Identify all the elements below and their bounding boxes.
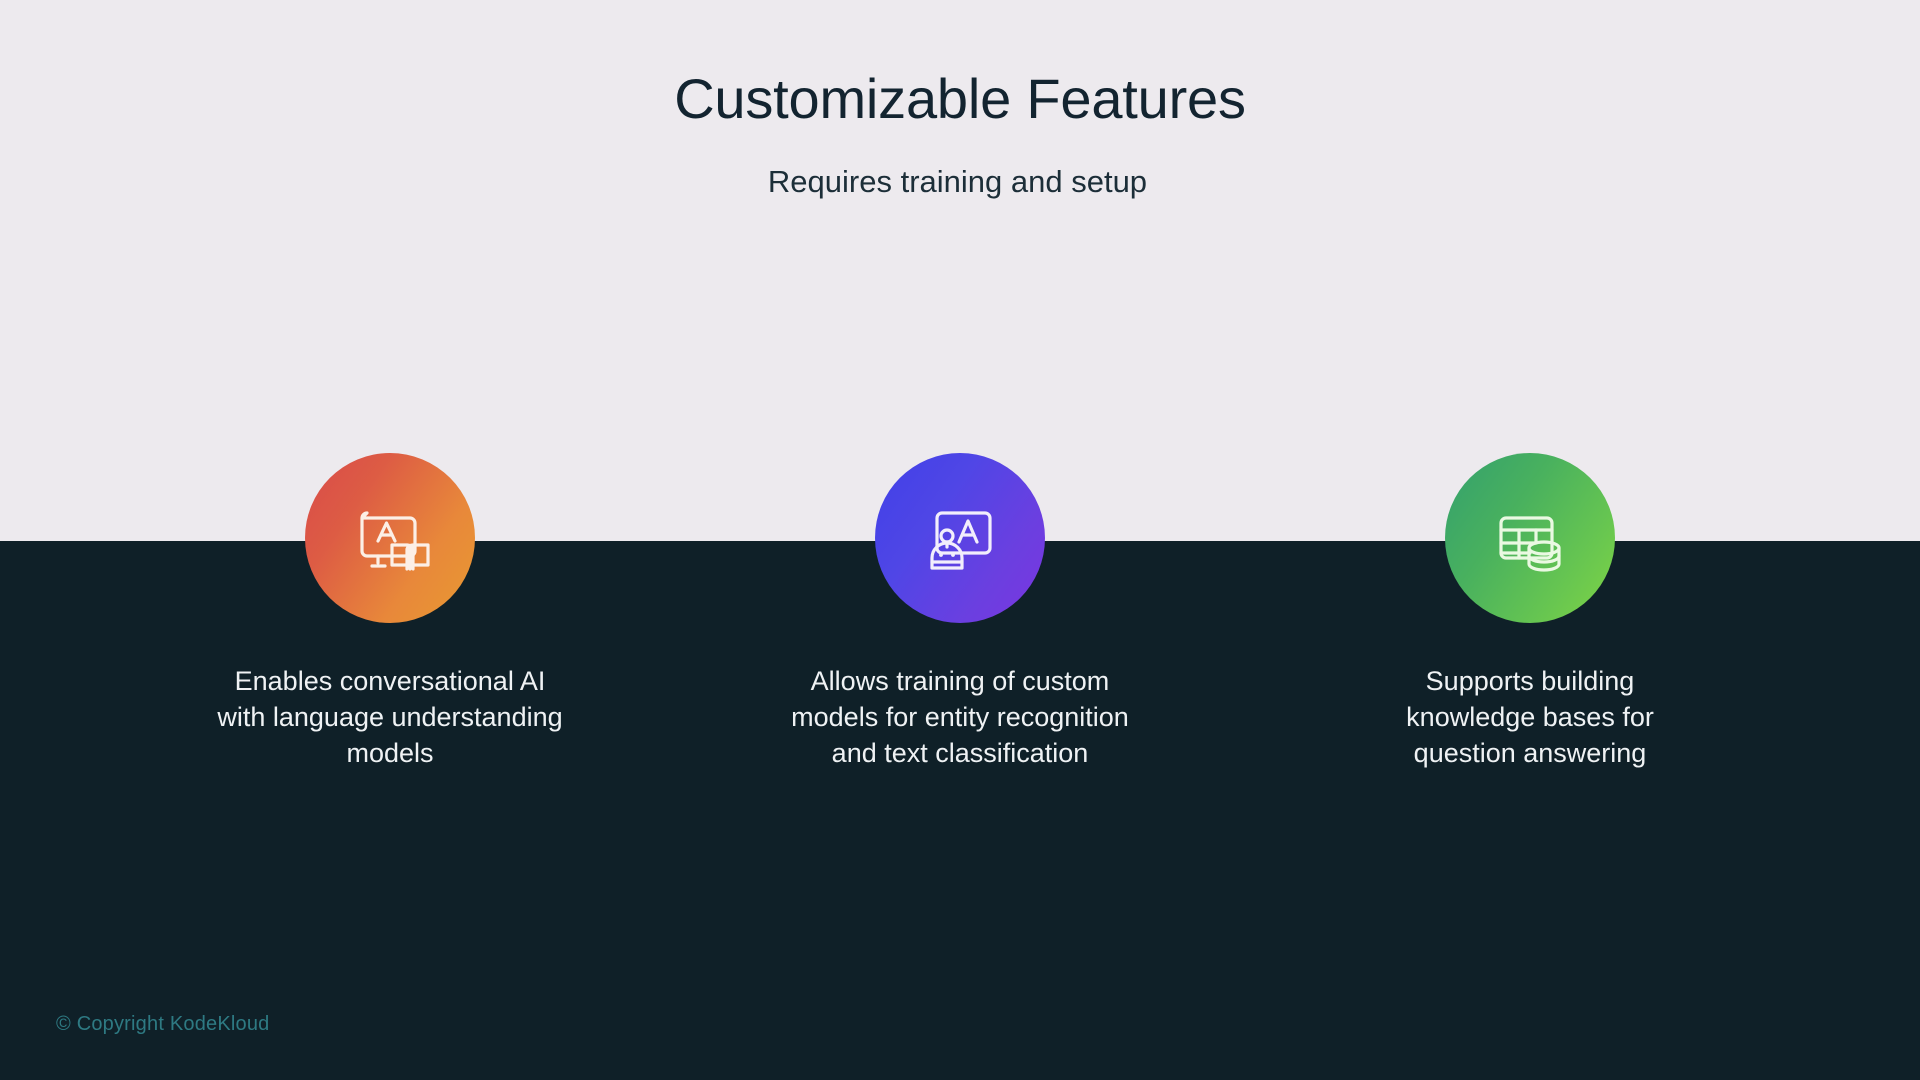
- feature-caption-2: Allows training of custom models for ent…: [791, 666, 1129, 768]
- slide-header: Customizable Features Requires training …: [0, 68, 1920, 200]
- feature-columns: Enables conversational AI with language …: [0, 453, 1920, 772]
- feature-caption-3: Supports building knowledge bases for qu…: [1406, 666, 1654, 768]
- feature-column-1: Enables conversational AI with language …: [200, 453, 580, 772]
- screen-letter-a-book-icon: [348, 496, 432, 580]
- feature-column-2: Allows training of custom models for ent…: [770, 453, 1150, 772]
- feature-icon-badge-2: [875, 453, 1045, 623]
- robot-board-letter-a-icon: [918, 496, 1002, 580]
- copyright-footer: © Copyright KodeKloud: [56, 1013, 270, 1035]
- page-title: Customizable Features: [674, 67, 1246, 130]
- background-bottom-band: [0, 541, 1920, 1080]
- feature-icon-badge-3: [1445, 453, 1615, 623]
- page-subtitle: Requires training and setup: [767, 163, 1148, 199]
- feature-icon-badge-1: [305, 453, 475, 623]
- table-database-icon: [1488, 496, 1572, 580]
- background-top-band: [0, 0, 1920, 541]
- feature-column-3: Supports building knowledge bases for qu…: [1340, 453, 1720, 772]
- feature-caption-1: Enables conversational AI with language …: [217, 666, 563, 768]
